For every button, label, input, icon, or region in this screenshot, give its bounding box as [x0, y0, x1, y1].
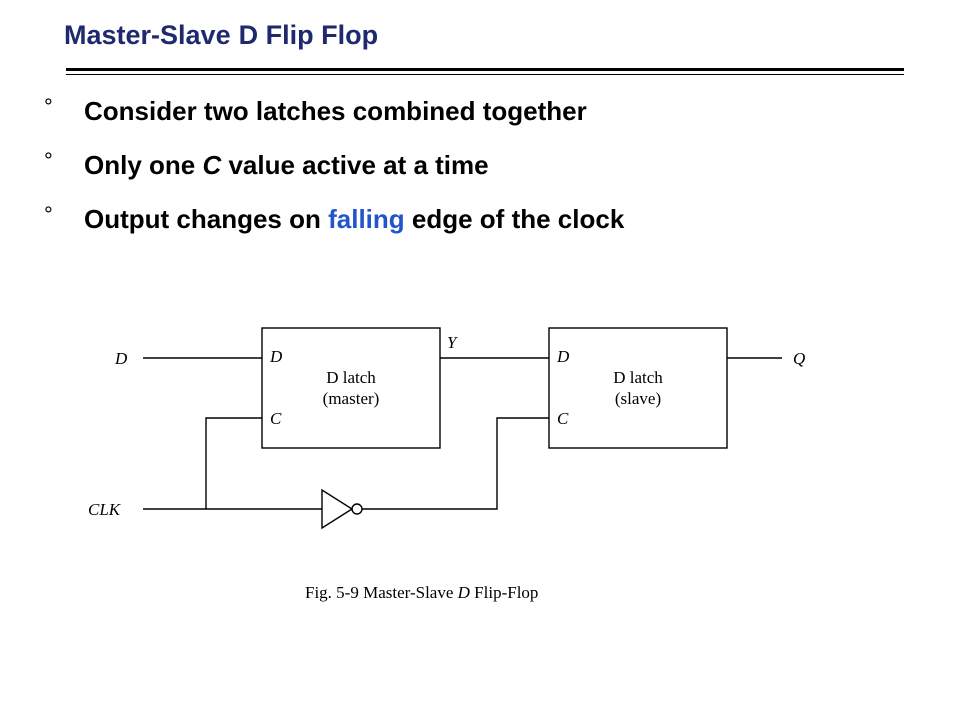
master-pin-c: C: [270, 409, 282, 428]
slave-label-1: D latch: [613, 368, 663, 387]
label-clk-input: CLK: [88, 500, 122, 519]
bullet-text: Consider two latches combined together: [84, 96, 587, 126]
bullet-mark: °: [44, 202, 53, 227]
title-rule-thin: [66, 74, 904, 75]
wire-clk-master: [205, 417, 262, 509]
bullet-item: ° Consider two latches combined together: [44, 92, 624, 146]
bullet-text: Only one C value active at a time: [84, 150, 489, 180]
wire-clk-slave: [362, 417, 549, 510]
label-q-output: Q: [793, 349, 805, 368]
bullet-c-symbol: C: [202, 150, 222, 180]
figure-caption: Fig. 5-9 Master-Slave D Flip-Flop: [305, 583, 538, 602]
slave-pin-d: D: [556, 347, 570, 366]
title-part-2: D Flip Flop: [238, 20, 379, 50]
highlight-falling: falling: [328, 204, 405, 234]
bullet-mark: °: [44, 148, 53, 173]
inverter-bubble: [351, 503, 363, 515]
slave-latch-box: [548, 327, 728, 449]
bullet-text: Output changes on falling edge of the cl…: [84, 204, 625, 234]
master-label-2: (master): [323, 389, 380, 408]
title-part-1: Master-Slave: [64, 20, 231, 50]
label-y: Y: [447, 333, 458, 352]
bullet-mark: °: [44, 94, 53, 119]
label-d-input: D: [114, 349, 128, 368]
slave-pin-c: C: [557, 409, 569, 428]
slave-label-2: (slave): [615, 389, 661, 408]
bullet-item: ° Output changes on falling edge of the c…: [44, 200, 624, 254]
master-label-1: D latch: [326, 368, 376, 387]
bullet-list: °Consider two latches combined together …: [44, 92, 624, 254]
title-rule-thick: [66, 68, 904, 71]
master-pin-d: D: [269, 347, 283, 366]
master-latch-box: [261, 327, 441, 449]
inverter-gate: [321, 488, 354, 530]
bullet-item: ° Only one C value active at a time: [44, 146, 624, 200]
